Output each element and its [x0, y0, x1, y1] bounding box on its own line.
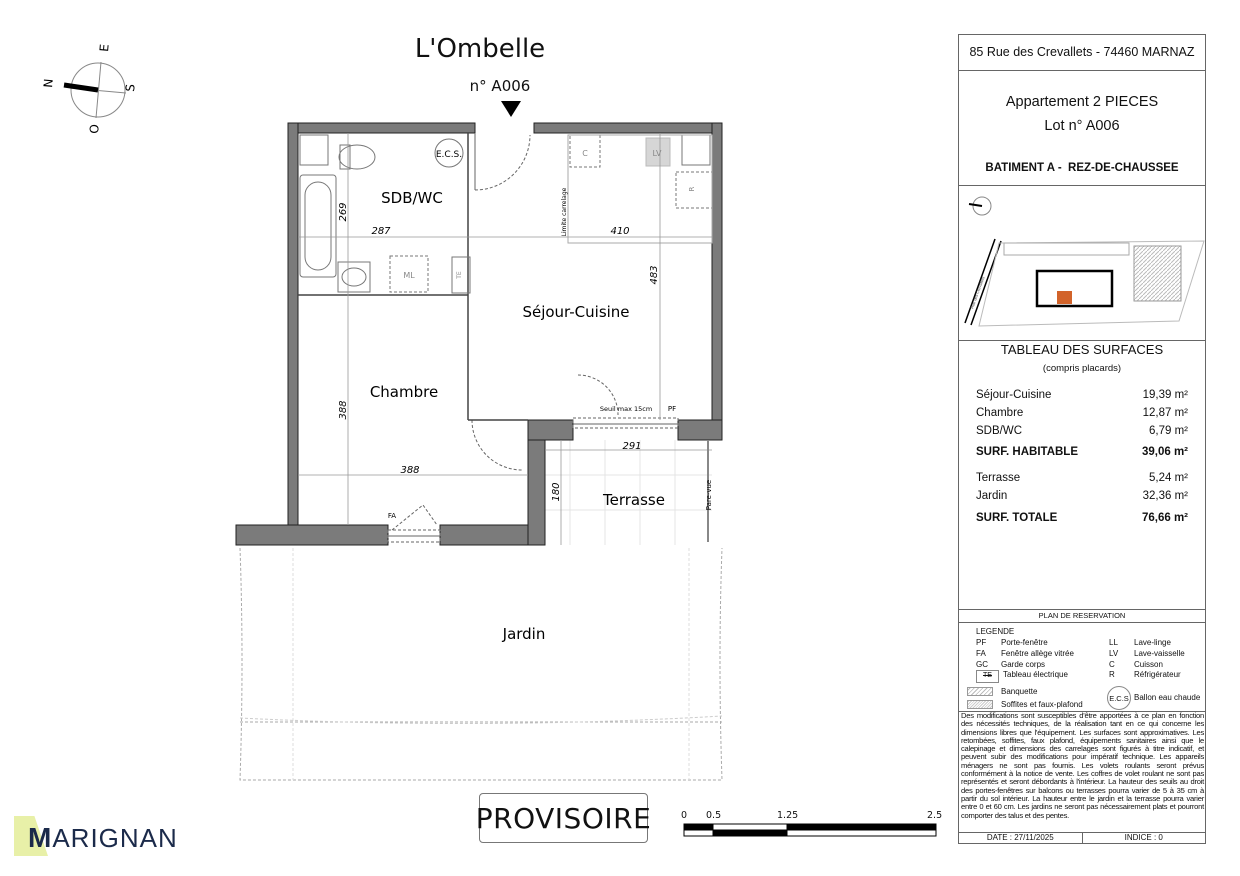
- marignan-logo: MARIGNAN: [14, 816, 184, 856]
- surface-row: Jardin 32,36 m²: [976, 490, 1188, 502]
- lot-number: n° A006: [469, 77, 531, 95]
- dim-terrasse-width: 291: [622, 441, 641, 452]
- address: 85 Rue des Crevallets - 74460 MARNAZ: [969, 45, 1195, 59]
- plan-date: DATE : 27/11/2025: [959, 833, 1083, 843]
- compass-e: E: [97, 43, 112, 52]
- surface-value: 39,06 m²: [1141, 446, 1188, 458]
- info-panel: 85 Rue des Crevallets - 74460 MARNAZ App…: [958, 34, 1206, 844]
- reservation-label: PLAN DE RESERVATION: [1038, 611, 1126, 620]
- dim-sdb-height: 269: [338, 202, 349, 221]
- compass-n: N: [41, 78, 56, 88]
- surface-label: Jardin: [976, 490, 1008, 502]
- dim-sejour-width: 410: [610, 226, 629, 237]
- cuisson-label: C: [582, 149, 588, 158]
- entrance-arrow-icon: [501, 101, 521, 117]
- surface-value: 12,87 m²: [1142, 407, 1188, 419]
- scale-label: 0.5: [706, 810, 722, 821]
- surface-value: 6,79 m²: [1149, 425, 1188, 437]
- surface-label: Terrasse: [976, 472, 1021, 484]
- terrasse-floor: [545, 440, 712, 545]
- legend-title: LEGENDE: [976, 627, 1015, 636]
- surface-value: 19,39 m²: [1142, 389, 1188, 401]
- dim-sejour-height: 483: [649, 265, 660, 284]
- lot-label: Lot n° A006: [1044, 118, 1120, 134]
- sink-icon: [337, 261, 371, 293]
- compass-o: O: [87, 124, 102, 135]
- room-label-terrasse: Terrasse: [602, 491, 665, 509]
- table-subtitle: (compris placards): [1042, 363, 1122, 374]
- building-level: BATIMENT A - REZ-DE-CHAUSSEE: [985, 162, 1179, 174]
- bathtub-icon: [299, 174, 337, 278]
- fixtures: [299, 134, 713, 294]
- surface-row: Chambre 12,87 m²: [976, 407, 1188, 419]
- limite-carrelage-label: Limite carrelage: [561, 187, 568, 236]
- scale-bar: [683, 823, 937, 837]
- scale-label: 0: [681, 810, 688, 821]
- room-label-sejour: Séjour-Cuisine: [522, 303, 629, 321]
- washing-machine: [389, 255, 429, 293]
- r-label: R: [688, 186, 696, 191]
- dimension-lines: [298, 133, 712, 545]
- jardin-area: [239, 547, 723, 781]
- pf-label: PF: [668, 405, 676, 413]
- ecs-label: E.C.S.: [436, 150, 462, 160]
- electrical-panel: [451, 256, 471, 294]
- surface-row: Terrasse 5,24 m²: [976, 472, 1188, 484]
- page-title: L'Ombelle: [414, 34, 546, 64]
- room-label-sdb: SDB/WC: [381, 189, 443, 207]
- fa-label: FA: [388, 512, 396, 520]
- disclaimer: Des modifications sont susceptibles d'êt…: [961, 711, 1204, 820]
- lv-label: LV: [652, 149, 662, 158]
- scale-label: 2.5: [927, 810, 943, 821]
- dim-sdb-width: 287: [371, 226, 391, 237]
- surface-value: 5,24 m²: [1149, 472, 1188, 484]
- ml-label: ML: [403, 271, 415, 280]
- room-label-chambre: Chambre: [370, 383, 438, 401]
- surface-label: SURF. HABITABLE: [976, 446, 1079, 458]
- site-plan-map: Rue des Crevallets: [964, 196, 1205, 327]
- surface-value: 76,66 m²: [1141, 512, 1188, 524]
- surface-label: Séjour-Cuisine: [976, 389, 1052, 401]
- surface-row-total-habitable: SURF. HABITABLE 39,06 m²: [976, 446, 1188, 458]
- dim-chambre-height: 388: [338, 400, 349, 419]
- table-title: TABLEAU DES SURFACES: [1000, 342, 1164, 357]
- surface-value: 32,36 m²: [1142, 490, 1188, 502]
- plan-indice: INDICE : 0: [1124, 833, 1163, 842]
- compass-icon: N E S O: [41, 43, 138, 134]
- ecs-legend-label: Ballon eau chaude: [1134, 693, 1201, 702]
- apartment-highlight: [1057, 291, 1072, 304]
- pare-vue-label: Pare-vue: [705, 480, 713, 510]
- ecs-icon: [434, 138, 464, 168]
- partitions: [298, 133, 528, 421]
- surface-row: SDB/WC 6,79 m²: [976, 425, 1188, 437]
- dim-chambre-width: 388: [400, 465, 419, 476]
- provisoire-stamp: PROVISOIRE: [476, 793, 651, 843]
- dim-terrasse-depth: 180: [551, 482, 562, 501]
- surface-label: Chambre: [976, 407, 1024, 419]
- apartment-type: Appartement 2 PIECES: [1005, 94, 1159, 110]
- ecs-legend-icon: E.C.S: [1107, 686, 1131, 710]
- room-label-jardin: Jardin: [502, 625, 546, 643]
- surface-row: Séjour-Cuisine 19,39 m²: [976, 389, 1188, 401]
- te-label: TE: [456, 271, 463, 280]
- scale-label: 1.25: [777, 810, 799, 821]
- surface-row-total: SURF. TOTALE 76,66 m²: [976, 512, 1188, 524]
- toilet-icon: [338, 144, 376, 170]
- legend-hatch: Banquette Soffites et faux-plafond: [967, 685, 1083, 711]
- seuil-label: Seuil max 15cm: [600, 405, 652, 413]
- compass-s: S: [123, 83, 138, 92]
- surface-label: SDB/WC: [976, 425, 1022, 437]
- surface-label: SURF. TOTALE: [976, 512, 1058, 524]
- openings: [387, 133, 679, 543]
